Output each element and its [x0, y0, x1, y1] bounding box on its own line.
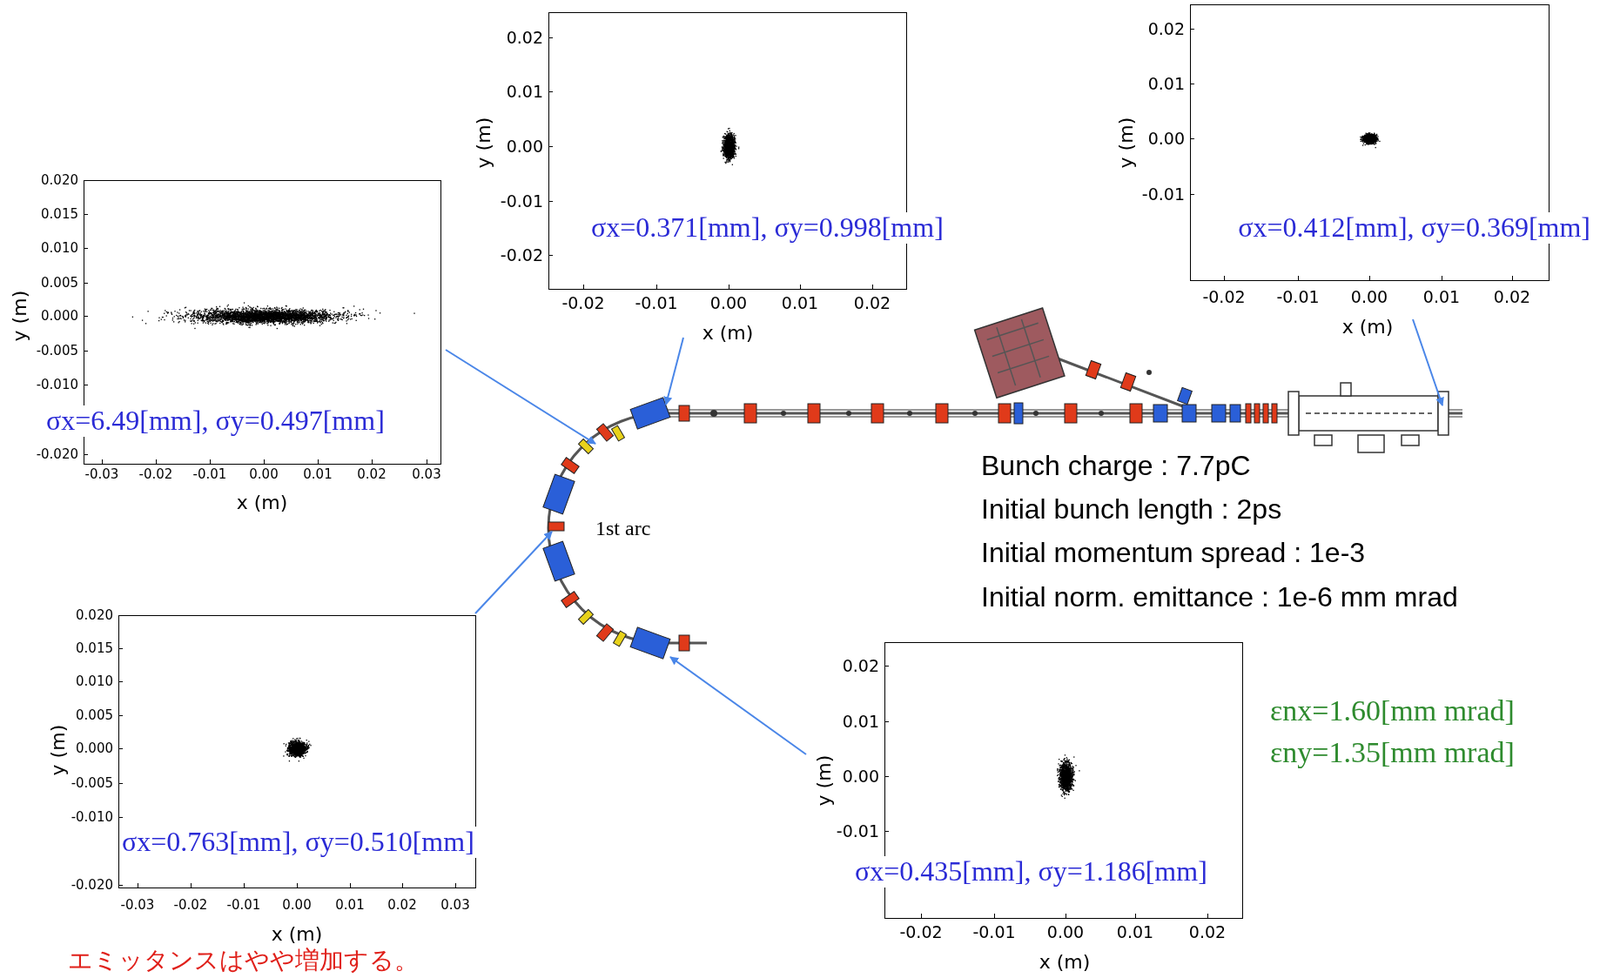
tick-label: 0.015 [75, 641, 114, 657]
parameter-note: Bunch charge : 7.7pC [981, 450, 1251, 482]
tick-label: 0.010 [75, 674, 114, 690]
tick-label: 0.00 [282, 898, 311, 914]
tick-label: 0.020 [75, 608, 114, 624]
tick-label: -0.005 [36, 343, 79, 359]
tick-label: 0.01 [842, 712, 880, 732]
axis-title: x (m) [702, 322, 754, 344]
tick-label: 0.000 [75, 741, 114, 757]
tick-label: 0.02 [853, 294, 891, 313]
tick-label: 0.01 [506, 82, 544, 101]
tick-label: -0.03 [121, 898, 155, 914]
tick-label: 0.01 [1148, 74, 1185, 94]
tick-label: -0.02 [500, 246, 544, 265]
tick-label: -0.010 [71, 810, 114, 826]
tick-label: 0.02 [842, 657, 880, 676]
tick-label: 0.01 [335, 898, 364, 914]
tick-label: 0.015 [40, 207, 79, 222]
tick-label: -0.01 [634, 294, 678, 313]
parameter-note: Initial bunch length : 2ps [981, 494, 1282, 525]
tick-label: -0.005 [71, 776, 114, 792]
tick-label: 0.020 [40, 173, 79, 189]
tick-label: 0.00 [506, 137, 544, 156]
tick-label: 0.01 [1116, 923, 1154, 942]
tick-label: -0.01 [1142, 185, 1185, 204]
tick-label: -0.02 [899, 923, 942, 942]
tick-label: -0.01 [227, 898, 262, 914]
beam-size-note: σx=6.49[mm], σy=0.497[mm] [43, 405, 388, 437]
tick-label: 0.00 [1148, 129, 1185, 148]
tick-label: -0.01 [836, 822, 880, 841]
axis-title: y (m) [813, 755, 835, 807]
axis-title: y (m) [473, 117, 495, 169]
tick-label: 0.01 [302, 467, 332, 483]
emittance-value: εnx=1.60[mm mrad] [1270, 694, 1515, 727]
axis-title: x (m) [236, 492, 289, 514]
tick-label: 0.02 [1189, 923, 1226, 942]
emittance-value: εny=1.35[mm mrad] [1270, 736, 1515, 769]
tick-label: -0.01 [972, 923, 1016, 942]
tick-label: -0.03 [85, 467, 120, 483]
tick-label: -0.020 [36, 447, 79, 463]
tick-label: -0.01 [193, 467, 228, 483]
axis-title: y (m) [47, 725, 69, 777]
axis-title: y (m) [1115, 117, 1137, 169]
tick-label: -0.01 [500, 192, 544, 211]
parameter-note: Initial momentum spread : 1e-3 [981, 537, 1365, 569]
tick-label: 0.010 [40, 241, 79, 256]
tick-label: 0.02 [1493, 288, 1531, 307]
tick-label: 0.00 [842, 767, 880, 787]
beam-size-note: σx=0.763[mm], σy=0.510[mm] [119, 826, 478, 858]
tick-label: -0.01 [1276, 288, 1319, 307]
tick-label: 0.02 [356, 467, 386, 483]
tick-label: 0.00 [710, 294, 747, 313]
tick-label: 0.03 [411, 467, 441, 483]
tick-label: 0.005 [40, 275, 79, 291]
tick-label: 0.00 [1351, 288, 1388, 307]
tick-label: 0.03 [440, 898, 470, 914]
tick-label: -0.02 [174, 898, 209, 914]
axis-title: x (m) [1342, 316, 1394, 338]
tick-label: -0.02 [561, 294, 605, 313]
tick-label: 0.02 [1148, 20, 1185, 39]
tick-label: 0.00 [1047, 923, 1084, 942]
axis-title: x (m) [1039, 952, 1091, 974]
tick-label: -0.02 [139, 467, 174, 483]
tick-label: 0.00 [248, 467, 278, 483]
beam-size-note: σx=0.435[mm], σy=1.186[mm] [852, 856, 1211, 888]
tick-label: 0.005 [75, 708, 114, 724]
remark: エミッタンスはやや増加する。 [67, 947, 419, 975]
tick-label: 0.02 [387, 898, 417, 914]
axis-title: y (m) [9, 290, 31, 343]
tick-label: -0.02 [1202, 288, 1245, 307]
tick-label: 0.01 [1423, 288, 1460, 307]
tick-label: -0.010 [36, 377, 79, 393]
tick-label: 0.000 [40, 309, 79, 324]
section-name: 1st arc [595, 517, 651, 540]
axis-title: x (m) [271, 924, 323, 946]
tick-label: -0.020 [71, 878, 114, 894]
parameter-note: Initial norm. emittance : 1e-6 mm mrad [981, 582, 1459, 613]
tick-label: 0.01 [781, 294, 819, 313]
beam-size-note: σx=0.371[mm], σy=0.998[mm] [588, 212, 947, 243]
tick-label: 0.02 [506, 28, 544, 48]
beam-size-note: σx=0.412[mm], σy=0.369[mm] [1235, 212, 1594, 243]
